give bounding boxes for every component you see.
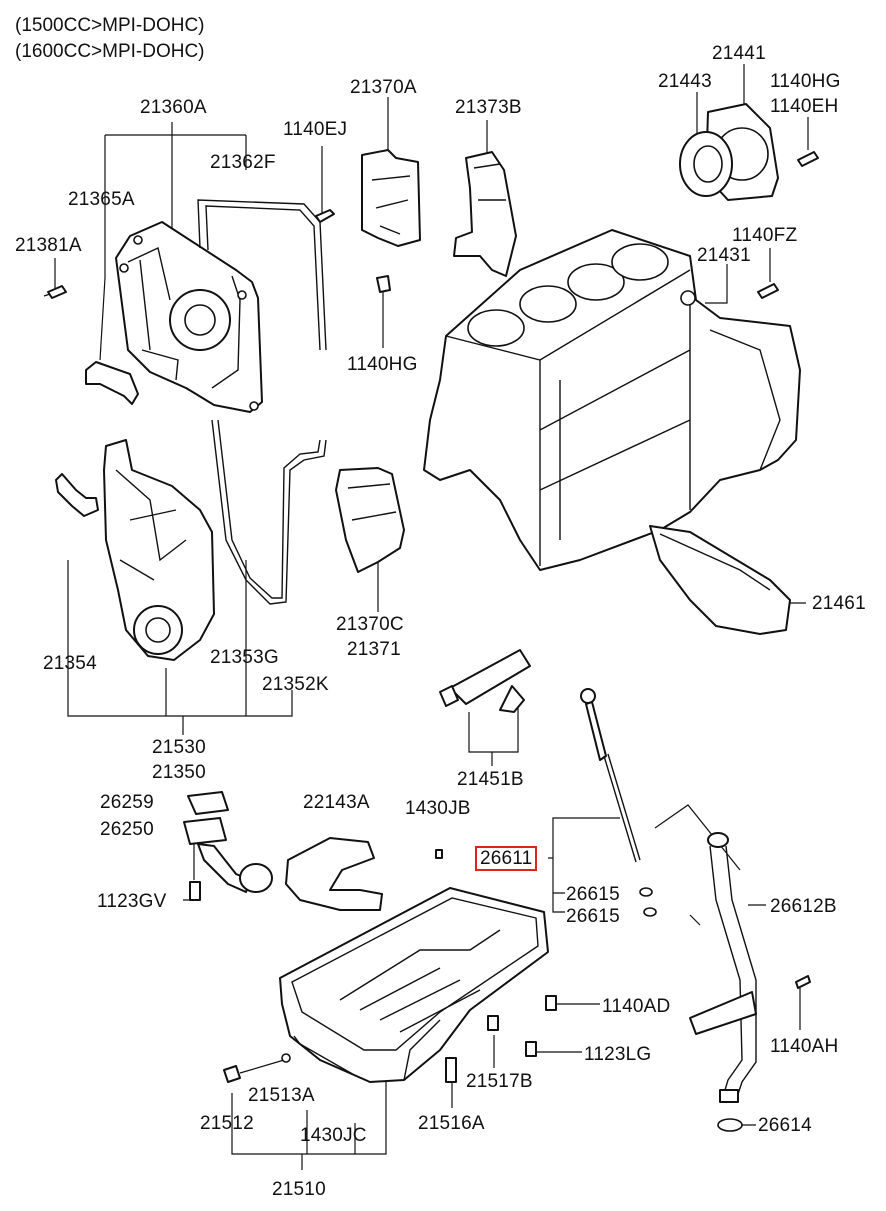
- bracket-21370C: [335, 467, 405, 573]
- lower-timing-cover: [103, 439, 215, 661]
- label-1140AH[interactable]: 1140AH: [770, 1036, 839, 1057]
- label-21360A[interactable]: 21360A: [140, 97, 207, 118]
- upper-timing-cover: [115, 221, 263, 413]
- label-1140AD[interactable]: 1140AD: [602, 996, 671, 1017]
- drain-plug-21512: [223, 1065, 241, 1083]
- label-21352K[interactable]: 21352K: [262, 674, 329, 695]
- leader-lines: [54, 64, 809, 1170]
- cover-seal: [85, 361, 139, 405]
- label-21431[interactable]: 21431: [697, 245, 751, 266]
- cylinder-block: [423, 229, 801, 571]
- label-21513A[interactable]: 21513A: [248, 1085, 315, 1106]
- label-22143A[interactable]: 22143A: [303, 792, 370, 813]
- label-21370C[interactable]: 21370C: [336, 614, 404, 635]
- bracket-21373B: [453, 151, 517, 277]
- label-1140EH[interactable]: 1140EH: [770, 96, 839, 117]
- bracket-21354: [55, 473, 99, 517]
- rear-seal-housing: [679, 103, 779, 201]
- label-26611-highlighted[interactable]: 26611: [475, 846, 538, 871]
- label-26615-a[interactable]: 26615: [566, 884, 620, 905]
- drain-gasket-21513A: [281, 1053, 291, 1063]
- sealant-tube: [439, 649, 531, 713]
- label-1140EJ[interactable]: 1140EJ: [283, 119, 348, 140]
- label-21510[interactable]: 21510: [272, 1179, 326, 1200]
- oil-strainer: [183, 791, 273, 893]
- label-21362F[interactable]: 21362F: [210, 152, 276, 173]
- cover-gasket: [197, 199, 327, 351]
- label-21517B[interactable]: 21517B: [466, 1071, 533, 1092]
- bolt-1140EJ: [315, 209, 335, 223]
- spec-line-1: (1500CC>MPI-DOHC): [15, 15, 205, 36]
- label-21381A[interactable]: 21381A: [15, 235, 82, 256]
- cover-plate-21461: [649, 525, 791, 635]
- label-21530[interactable]: 21530: [152, 737, 206, 758]
- label-21353G[interactable]: 21353G: [210, 647, 279, 668]
- dipstick: [580, 688, 657, 917]
- label-26615-b[interactable]: 26615: [566, 906, 620, 927]
- label-1140HG-mid[interactable]: 1140HG: [347, 354, 418, 375]
- label-21354[interactable]: 21354: [43, 653, 97, 674]
- label-21441[interactable]: 21441: [712, 43, 766, 64]
- bolt-1123LG: [525, 1041, 537, 1057]
- label-1140HG-top[interactable]: 1140HG: [770, 71, 841, 92]
- label-26612B[interactable]: 26612B: [770, 896, 837, 917]
- label-21516A[interactable]: 21516A: [418, 1113, 485, 1134]
- lower-gasket-a: [211, 419, 327, 605]
- label-21373B[interactable]: 21373B: [455, 97, 522, 118]
- bolt-1123GV: [189, 881, 201, 901]
- bolt-21381A: [43, 285, 67, 299]
- label-26259[interactable]: 26259: [100, 792, 154, 813]
- bolt-21516A: [445, 1057, 457, 1083]
- label-21370A[interactable]: 21370A: [350, 77, 417, 98]
- bolt-1140AH: [795, 975, 811, 989]
- label-21371[interactable]: 21371: [347, 639, 401, 660]
- bolt-1140HG-top: [797, 151, 819, 167]
- label-21512[interactable]: 21512: [200, 1113, 254, 1134]
- oil-pan: [279, 887, 549, 1083]
- plug-1430JB: [435, 849, 443, 859]
- label-21350[interactable]: 21350: [152, 762, 206, 783]
- baffle-plate: [285, 837, 383, 911]
- spec-line-2: (1600CC>MPI-DOHC): [15, 41, 205, 62]
- label-21365A[interactable]: 21365A: [68, 189, 135, 210]
- label-1430JB[interactable]: 1430JB: [405, 798, 471, 819]
- bolt-1140HG: [376, 275, 391, 293]
- bolt-1140AD: [545, 995, 557, 1011]
- dipstick-tube: [689, 832, 757, 1132]
- label-21451B[interactable]: 21451B: [457, 769, 524, 790]
- label-1430JC[interactable]: 1430JC: [300, 1125, 367, 1146]
- bracket-21370A: [361, 149, 421, 247]
- label-21443[interactable]: 21443: [658, 71, 712, 92]
- bolt-1140FZ: [757, 283, 779, 299]
- label-26250[interactable]: 26250: [100, 819, 154, 840]
- label-21461[interactable]: 21461: [812, 593, 866, 614]
- label-1123GV[interactable]: 1123GV: [97, 891, 167, 912]
- bolt-21517B: [487, 1015, 499, 1031]
- label-26614[interactable]: 26614: [758, 1115, 812, 1136]
- label-1140FZ[interactable]: 1140FZ: [732, 225, 798, 246]
- label-1123LG[interactable]: 1123LG: [584, 1044, 652, 1065]
